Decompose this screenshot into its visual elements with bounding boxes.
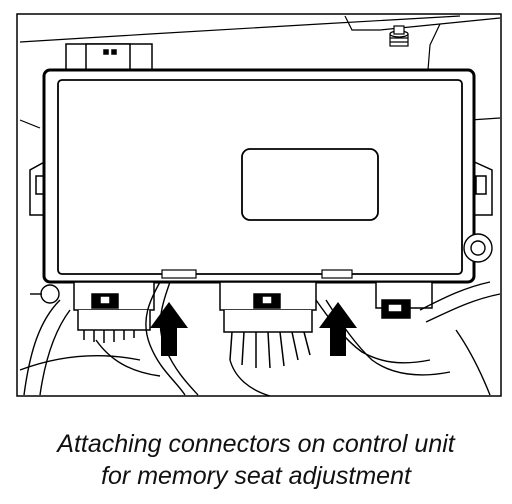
control-unit-housing [42,68,476,284]
connector-right [375,281,433,319]
caption-line-2: for memory seat adjustment [101,462,411,490]
grommet [463,233,493,263]
connector-left [73,281,155,343]
bolt-icon [389,25,409,47]
caption-line-1: Attaching connectors on control unit [57,430,455,458]
control-unit-diagram [16,13,502,397]
left-bolt-icon [30,284,60,304]
arrow-connector-left [150,302,188,356]
arrow-connector-right [319,302,357,356]
connector-middle [219,281,317,369]
diagram-caption: Attaching connectors on control unit for… [0,428,512,492]
illustration-frame [16,13,502,397]
